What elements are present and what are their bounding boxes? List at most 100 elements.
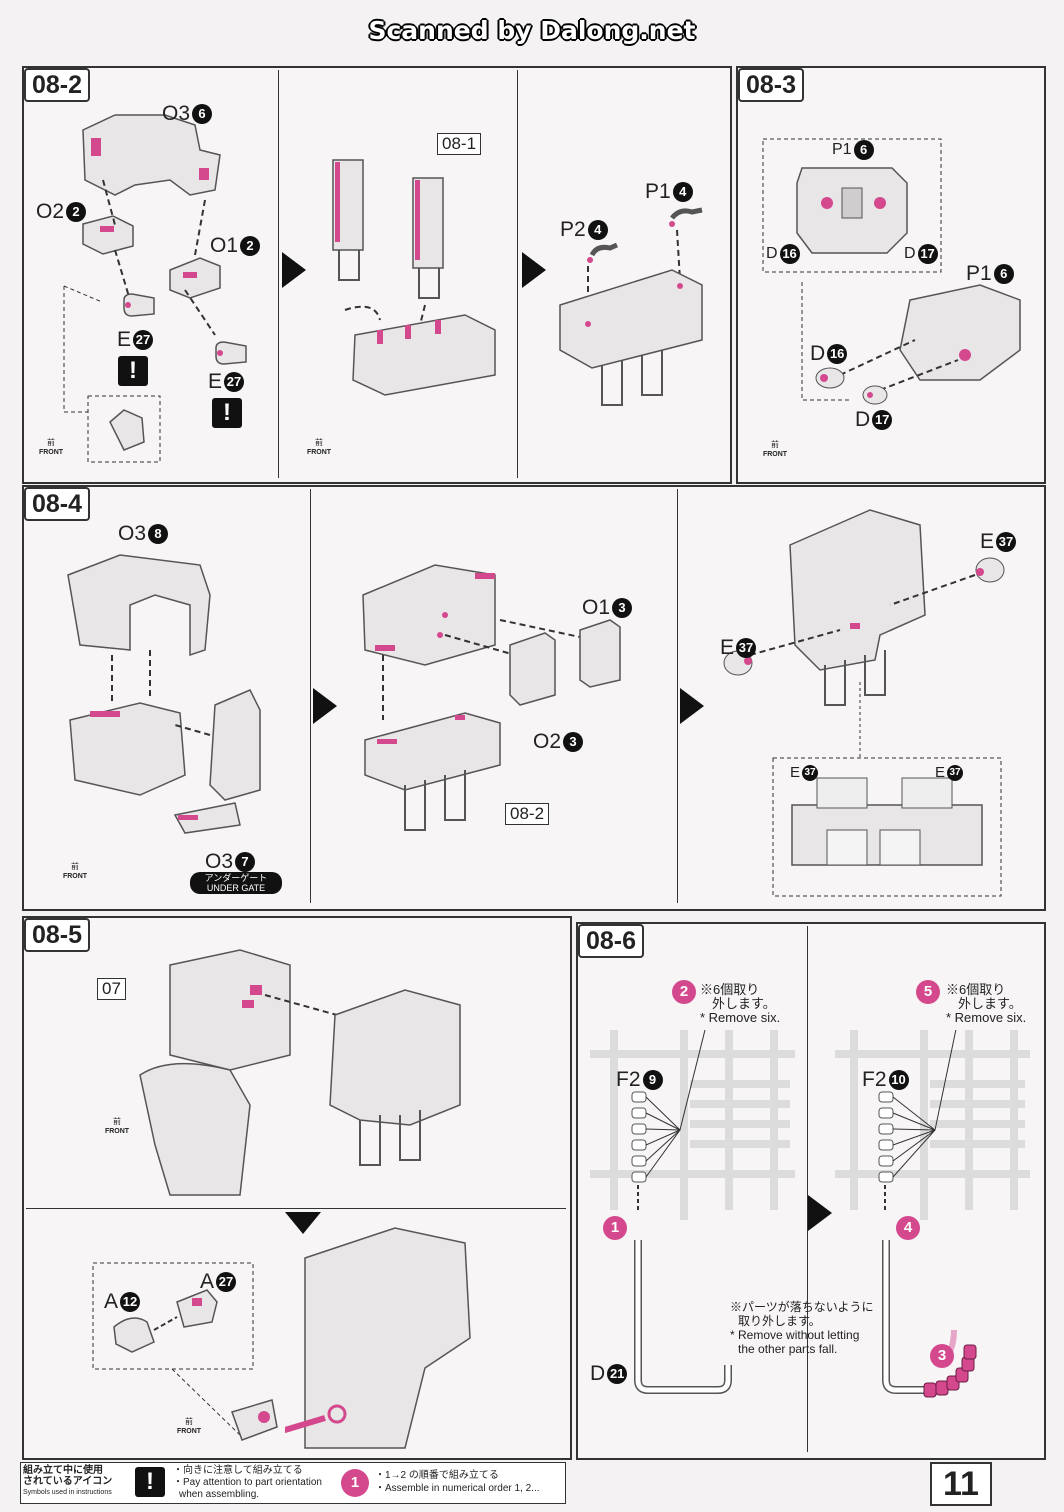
warning-icon: ! bbox=[135, 1467, 165, 1497]
divider bbox=[807, 926, 808, 1452]
next-arrow-icon bbox=[680, 688, 704, 724]
next-arrow-icon bbox=[522, 252, 546, 288]
legend-text: ・Pay attention to part orientation bbox=[173, 1477, 322, 1488]
divider bbox=[278, 70, 279, 478]
cable-drawing bbox=[634, 1240, 732, 1394]
next-arrow-down-icon bbox=[285, 1212, 321, 1234]
unit-assembly-drawing bbox=[332, 159, 496, 396]
legend-text: ・1→2 の順番で組み立てる bbox=[375, 1470, 499, 1481]
order-badge: 1 bbox=[341, 1469, 369, 1497]
note-jp: ※6個取り bbox=[946, 982, 1006, 997]
warning-icon: ! bbox=[212, 398, 242, 428]
divider bbox=[677, 489, 678, 903]
warning-icon: ! bbox=[118, 356, 148, 386]
legend-warn-text: ・向きに注意して組み立てる ・Pay attention to part ori… bbox=[173, 1465, 322, 1501]
torso-complete-drawing bbox=[789, 509, 926, 706]
detail-callout bbox=[63, 285, 161, 463]
under-gate-badge: アンダーゲート UNDER GATE bbox=[190, 872, 282, 894]
sprue-runner-f2-9 bbox=[590, 1030, 795, 1220]
legend-text: ・Assemble in numerical order 1, 2... bbox=[375, 1483, 540, 1494]
sprue-runner-f2-10 bbox=[835, 1030, 1030, 1220]
step-label-08-5: 08-5 bbox=[24, 918, 91, 952]
note-jp: ※パーツが落ちないように bbox=[730, 1300, 874, 1314]
note-en: * Remove six. bbox=[946, 1010, 1027, 1025]
assembly-arrows bbox=[102, 179, 216, 336]
next-arrow-icon bbox=[808, 1195, 832, 1231]
part-ref-07: 07 bbox=[97, 978, 126, 1000]
part-o2-drawing bbox=[82, 215, 134, 255]
e27-cap-drawing bbox=[123, 293, 155, 317]
cable-with-parts-drawing bbox=[882, 1240, 977, 1398]
detail-box-e37 bbox=[772, 682, 1002, 897]
next-arrow-icon bbox=[313, 688, 337, 724]
remove-six-note: ※6個取り 外します。 * Remove six. bbox=[700, 983, 780, 1025]
order-badge: 2 bbox=[672, 980, 696, 1004]
e37-arrows bbox=[723, 557, 1005, 676]
legend-title-jp: されているアイコン bbox=[23, 1476, 113, 1487]
part-o3-drawing bbox=[82, 114, 221, 196]
step-label-08-2: 08-2 bbox=[24, 68, 91, 102]
divider bbox=[26, 1208, 566, 1209]
note-jp: 外します。 bbox=[712, 996, 776, 1011]
detail-callout-a bbox=[92, 1262, 278, 1441]
step-label-08-3: 08-3 bbox=[738, 68, 805, 102]
divider bbox=[310, 489, 311, 903]
scan-watermark: Scanned by Dalong.net bbox=[368, 16, 696, 45]
part-o1-drawing bbox=[169, 257, 221, 299]
note-jp: 外します。 bbox=[958, 996, 1022, 1011]
torso-assembly-drawing bbox=[362, 564, 621, 831]
under-gate-en: UNDER GATE bbox=[206, 883, 266, 893]
remove-six-note: ※6個取り 外します。 * Remove six. bbox=[946, 983, 1026, 1025]
order-badge: 1 bbox=[603, 1216, 627, 1240]
p1-part-drawing bbox=[801, 282, 1021, 405]
note-en: * Remove without letting bbox=[730, 1328, 860, 1342]
note-jp: ※6個取り bbox=[700, 982, 760, 997]
order-badge: 4 bbox=[896, 1216, 920, 1240]
legend-order-text: ・1→2 の順番で組み立てる ・Assemble in numerical or… bbox=[375, 1469, 540, 1495]
head-back-drawing bbox=[285, 1227, 471, 1449]
e27-cap-drawing bbox=[215, 341, 247, 365]
body-frame-drawing bbox=[67, 554, 261, 834]
legend-title: 組み立て中に使用 されているアイコン Symbols used in instr… bbox=[23, 1465, 123, 1498]
note-en: the other parts fall. bbox=[738, 1342, 838, 1356]
panel-step-08-5 bbox=[22, 916, 572, 1460]
step-label-08-4: 08-4 bbox=[24, 487, 91, 521]
legend-title-en: Symbols used in instructions bbox=[23, 1489, 112, 1496]
next-arrow-icon bbox=[282, 252, 306, 288]
legend-text: when assembling. bbox=[179, 1489, 260, 1500]
step-label-08-6: 08-6 bbox=[578, 924, 645, 958]
step-ref-08-1: 08-1 bbox=[437, 133, 482, 155]
detail-box bbox=[762, 138, 942, 273]
